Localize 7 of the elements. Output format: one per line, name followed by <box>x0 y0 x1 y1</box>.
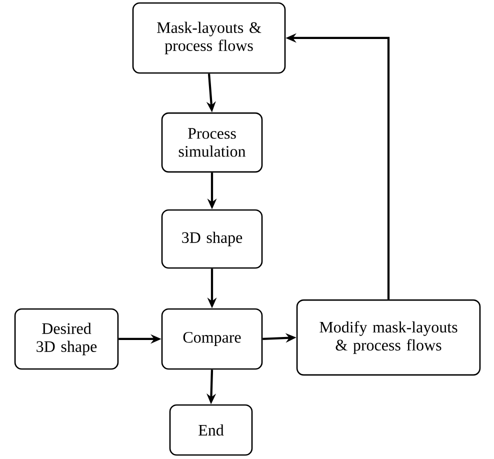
process-box: Compare <box>161 308 263 370</box>
process-box: Desired 3D shape <box>14 308 119 370</box>
process-box: 3D shape <box>161 209 263 269</box>
process-box: Modify mask-layouts & process flows <box>296 299 481 376</box>
process-box: Process simulation <box>161 112 263 173</box>
process-box: Mask-layouts & process flows <box>132 2 286 74</box>
process-box: End <box>169 404 253 456</box>
